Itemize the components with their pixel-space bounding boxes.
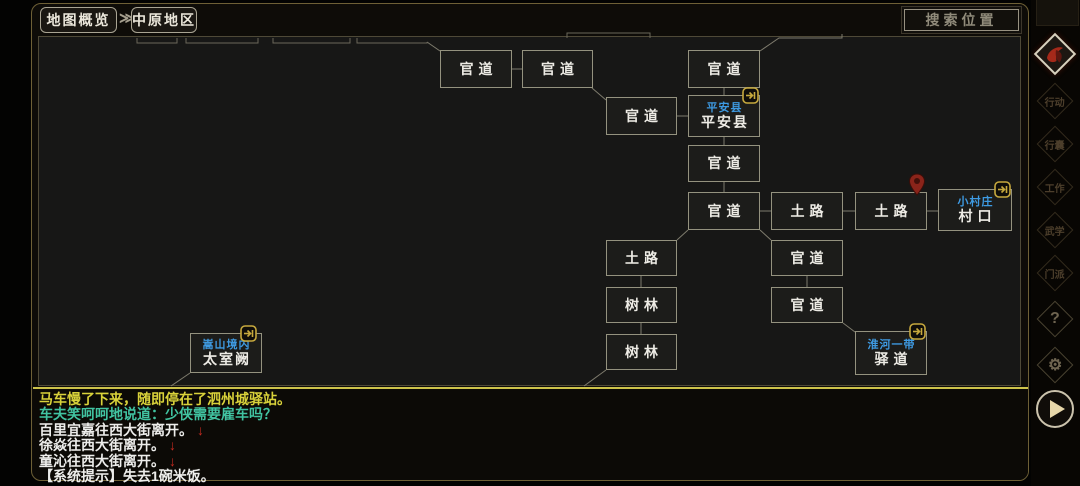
- map-node-pinganxian[interactable]: 平安县 平安县: [688, 87, 760, 137]
- node-label: 官道: [790, 296, 829, 313]
- map-node-guandao[interactable]: 官道: [688, 145, 760, 182]
- exit-area-icon[interactable]: [742, 87, 759, 104]
- help-icon[interactable]: ?: [1036, 300, 1074, 338]
- node-label: 村口: [958, 208, 997, 224]
- sidebar-item-label: 行动: [1045, 97, 1065, 109]
- sidebar-item-label: 行囊: [1045, 140, 1065, 152]
- node-label: 官道: [541, 60, 579, 77]
- map-node-guandao[interactable]: 官道: [440, 50, 512, 88]
- node-label: 官道: [790, 249, 829, 266]
- log-line: 童沁往西大街离开。↓: [39, 452, 1028, 469]
- log-text: 【系统提示】失去1碗米饭。: [39, 467, 215, 484]
- node-label: 官道: [707, 202, 746, 219]
- map-node-shulin[interactable]: 树林: [606, 287, 677, 323]
- breadcrumb-region[interactable]: 中原地区: [131, 7, 197, 33]
- sidebar-item-label: 门派: [1045, 269, 1065, 281]
- breadcrumb-label: 地图概览: [46, 12, 111, 28]
- down-arrow-icon: ↓: [169, 437, 176, 454]
- log-text: 车夫笑呵呵地说道：少侠需要雇车吗？: [39, 406, 277, 423]
- log-line: 百里宜嘉往西大街离开。↓: [39, 421, 1028, 438]
- node-label: 土路: [790, 202, 829, 219]
- node-label: 太室阙: [203, 351, 251, 367]
- node-label: 树林: [625, 296, 663, 313]
- map-node-taishique[interactable]: 嵩山境内 太室阙: [190, 325, 262, 373]
- message-log: 马车慢了下来，随即停在了泗州城驿站。 车夫笑呵呵地说道：少侠需要雇车吗？ 百里宜…: [33, 387, 1028, 484]
- breadcrumb-map-overview[interactable]: 地图概览: [40, 7, 117, 33]
- node-label: 官道: [625, 107, 663, 124]
- node-label: 树林: [625, 343, 663, 360]
- log-text: 徐焱往西大街离开。: [39, 437, 165, 454]
- log-line: 马车慢了下来，随即停在了泗州城驿站。: [39, 391, 1028, 407]
- map-node-tulu[interactable]: 土路: [855, 192, 927, 230]
- node-area-label: 嵩山境内: [202, 339, 251, 351]
- help-glyph: ?: [1050, 310, 1060, 327]
- search-input[interactable]: 搜索位置: [904, 9, 1019, 31]
- sidebar: 行动 行囊 工作 武学 门派 ? ⚙: [1031, 0, 1080, 486]
- node-area-label: 小村庄: [957, 196, 994, 208]
- map-node-guandao[interactable]: 官道: [522, 50, 593, 88]
- gear-glyph: ⚙: [1047, 357, 1063, 374]
- sidebar-item-label: 工作: [1045, 183, 1065, 195]
- node-label: 官道: [707, 155, 746, 171]
- map-node-guandao[interactable]: 官道: [606, 97, 677, 135]
- node-area-label: 淮河一带: [867, 339, 916, 351]
- red-map-sigil: [1047, 47, 1063, 63]
- map-node-guandao[interactable]: 官道: [688, 50, 760, 88]
- log-text: 童沁往西大街离开。: [39, 452, 165, 469]
- log-text: 百里宜嘉往西大街离开。: [39, 421, 193, 438]
- node-area-label: 平安县: [706, 102, 743, 114]
- sidebar-top-decoration: [1036, 0, 1079, 26]
- map-emblem-icon[interactable]: [1033, 32, 1077, 76]
- sidebar-item-bag[interactable]: 行囊: [1036, 125, 1074, 163]
- map-node-guandao[interactable]: 官道: [771, 240, 843, 276]
- play-button[interactable]: [1036, 390, 1074, 428]
- down-arrow-icon: ↓: [197, 421, 204, 438]
- sidebar-item-martial[interactable]: 武学: [1036, 211, 1074, 249]
- sidebar-item-label: 武学: [1045, 226, 1065, 238]
- node-label: 土路: [874, 202, 913, 219]
- sidebar-item-sect[interactable]: 门派: [1036, 254, 1074, 292]
- exit-area-icon[interactable]: [909, 323, 926, 340]
- breadcrumb-label: 中原地区: [132, 12, 196, 28]
- search-box[interactable]: 搜索位置: [901, 6, 1022, 34]
- log-line: 【系统提示】失去1碗米饭。: [39, 467, 1028, 484]
- breadcrumb-separator-icon: ≫: [119, 10, 135, 27]
- sidebar-item-action[interactable]: 行动: [1036, 82, 1074, 120]
- map-node-cunkou[interactable]: 小村庄 村口: [938, 181, 1012, 231]
- map-node-guandao[interactable]: 官道: [771, 287, 843, 323]
- map-node-tulu[interactable]: 土路: [771, 192, 843, 230]
- node-label: 官道: [459, 60, 498, 77]
- node-label: 驿道: [874, 351, 913, 367]
- node-label: 平安县: [701, 114, 749, 130]
- log-text: 马车慢了下来，随即停在了泗州城驿站。: [39, 391, 291, 407]
- gear-icon[interactable]: ⚙: [1036, 346, 1074, 384]
- log-line: 徐焱往西大街离开。↓: [39, 438, 1028, 453]
- map-node-guandao[interactable]: 官道: [688, 192, 760, 230]
- node-label: 土路: [625, 249, 663, 266]
- play-icon: [1050, 400, 1065, 418]
- down-arrow-icon: ↓: [169, 452, 176, 469]
- map-node-shulin[interactable]: 树林: [606, 334, 677, 370]
- node-label: 官道: [707, 60, 746, 77]
- exit-area-icon[interactable]: [994, 181, 1011, 198]
- map-node-tulu[interactable]: 土路: [606, 240, 677, 276]
- sidebar-item-work[interactable]: 工作: [1036, 168, 1074, 206]
- map-node-yidao[interactable]: 淮河一带 驿道: [855, 323, 927, 375]
- exit-area-icon[interactable]: [240, 325, 257, 342]
- log-line: 车夫笑呵呵地说道：少侠需要雇车吗？: [39, 407, 1028, 422]
